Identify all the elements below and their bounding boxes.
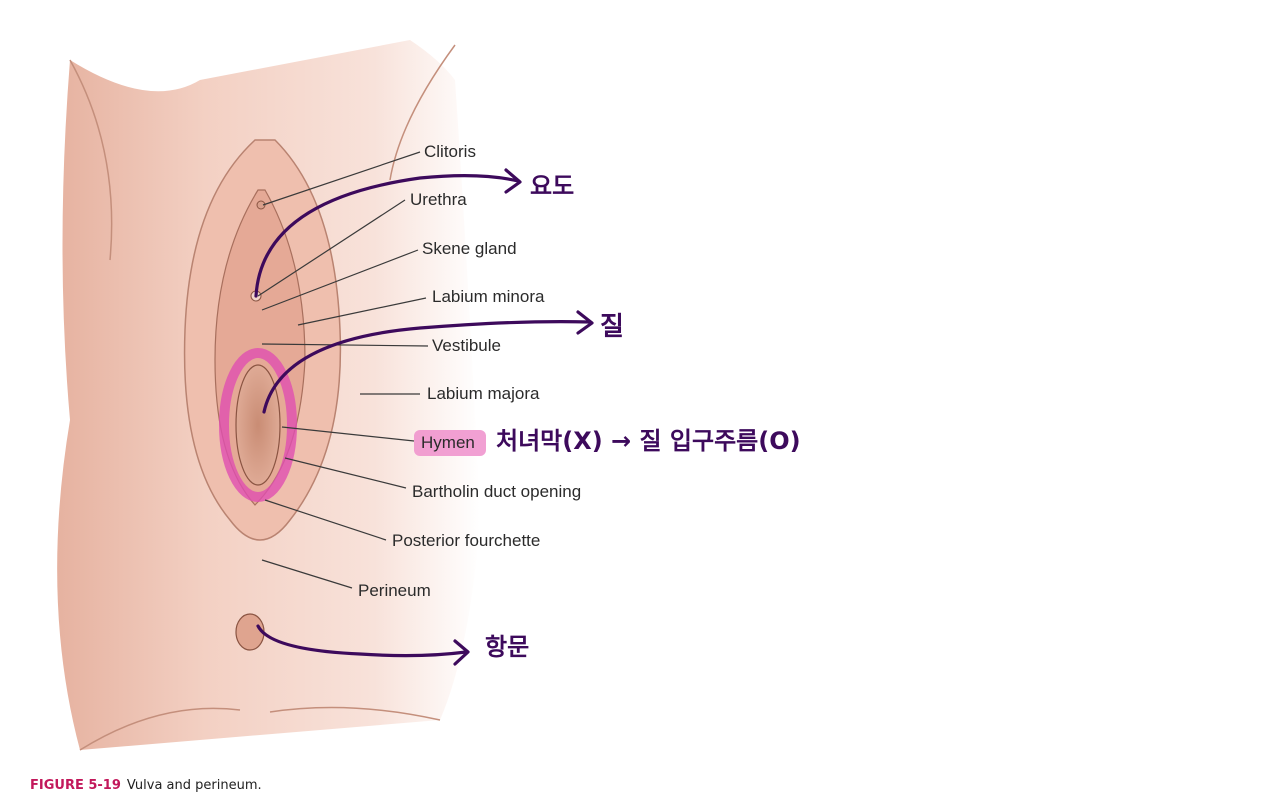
anatomy-labels: Clitoris Urethra Skene gland Labium mino… [358, 142, 581, 600]
leader-urethra [257, 199, 406, 297]
figure-caption-text: Vulva and perineum. [126, 778, 262, 793]
leader-labium-minora [297, 297, 427, 326]
label-vestibule: Vestibule [432, 336, 501, 355]
label-clitoris: Clitoris [424, 142, 476, 161]
figure-number: FIGURE 5-19 [30, 778, 121, 793]
figure-caption: FIGURE 5-19 Vulva and perineum. [30, 778, 262, 793]
vaginal-opening [235, 364, 281, 486]
leader-hymen [281, 426, 415, 442]
leader-lines [257, 151, 429, 589]
arrow-anus [256, 624, 468, 658]
upper-right-thigh-fold [389, 44, 456, 181]
leader-vestibule [261, 343, 429, 347]
annotation-vagina-korean: 질 [600, 312, 624, 342]
arrow-vagina-head [576, 310, 594, 335]
hymen-highlight [219, 348, 297, 502]
annotation-urethra-korean: 요도 [530, 172, 574, 200]
hymen-label-highlight [414, 430, 486, 456]
handwritten-annotations: 요도 질 처녀막(X) → 질 입구주름(O) 항문 [254, 168, 801, 666]
label-labium-majora: Labium majora [427, 384, 540, 403]
leader-skene [261, 249, 419, 311]
annotation-anus-korean: 항문 [485, 633, 529, 661]
label-skene-gland: Skene gland [422, 239, 517, 258]
label-perineum: Perineum [358, 581, 431, 600]
arrow-anus-head [453, 639, 470, 666]
leader-bartholin [284, 457, 407, 489]
label-bartholin-duct-opening: Bartholin duct opening [412, 482, 581, 501]
right-buttock-fold [269, 706, 441, 721]
annotation-hymen-note: 처녀막(X) → 질 입구주름(O) [496, 427, 801, 455]
leader-perineum [261, 559, 353, 589]
arrow-vagina [262, 320, 592, 414]
leader-clitoris [262, 151, 421, 206]
upper-left-thigh-fold [69, 59, 113, 261]
leader-posterior-fourchette [264, 499, 387, 541]
label-posterior-fourchette: Posterior fourchette [392, 531, 540, 550]
label-hymen: Hymen [421, 433, 475, 452]
anus-shape [235, 613, 265, 651]
arrow-urethra [254, 174, 520, 298]
arrow-urethra-head [504, 168, 522, 194]
label-urethra: Urethra [410, 190, 467, 209]
label-labium-minora: Labium minora [432, 287, 545, 306]
left-buttock-fold [79, 707, 241, 751]
clitoris-point [256, 200, 266, 210]
